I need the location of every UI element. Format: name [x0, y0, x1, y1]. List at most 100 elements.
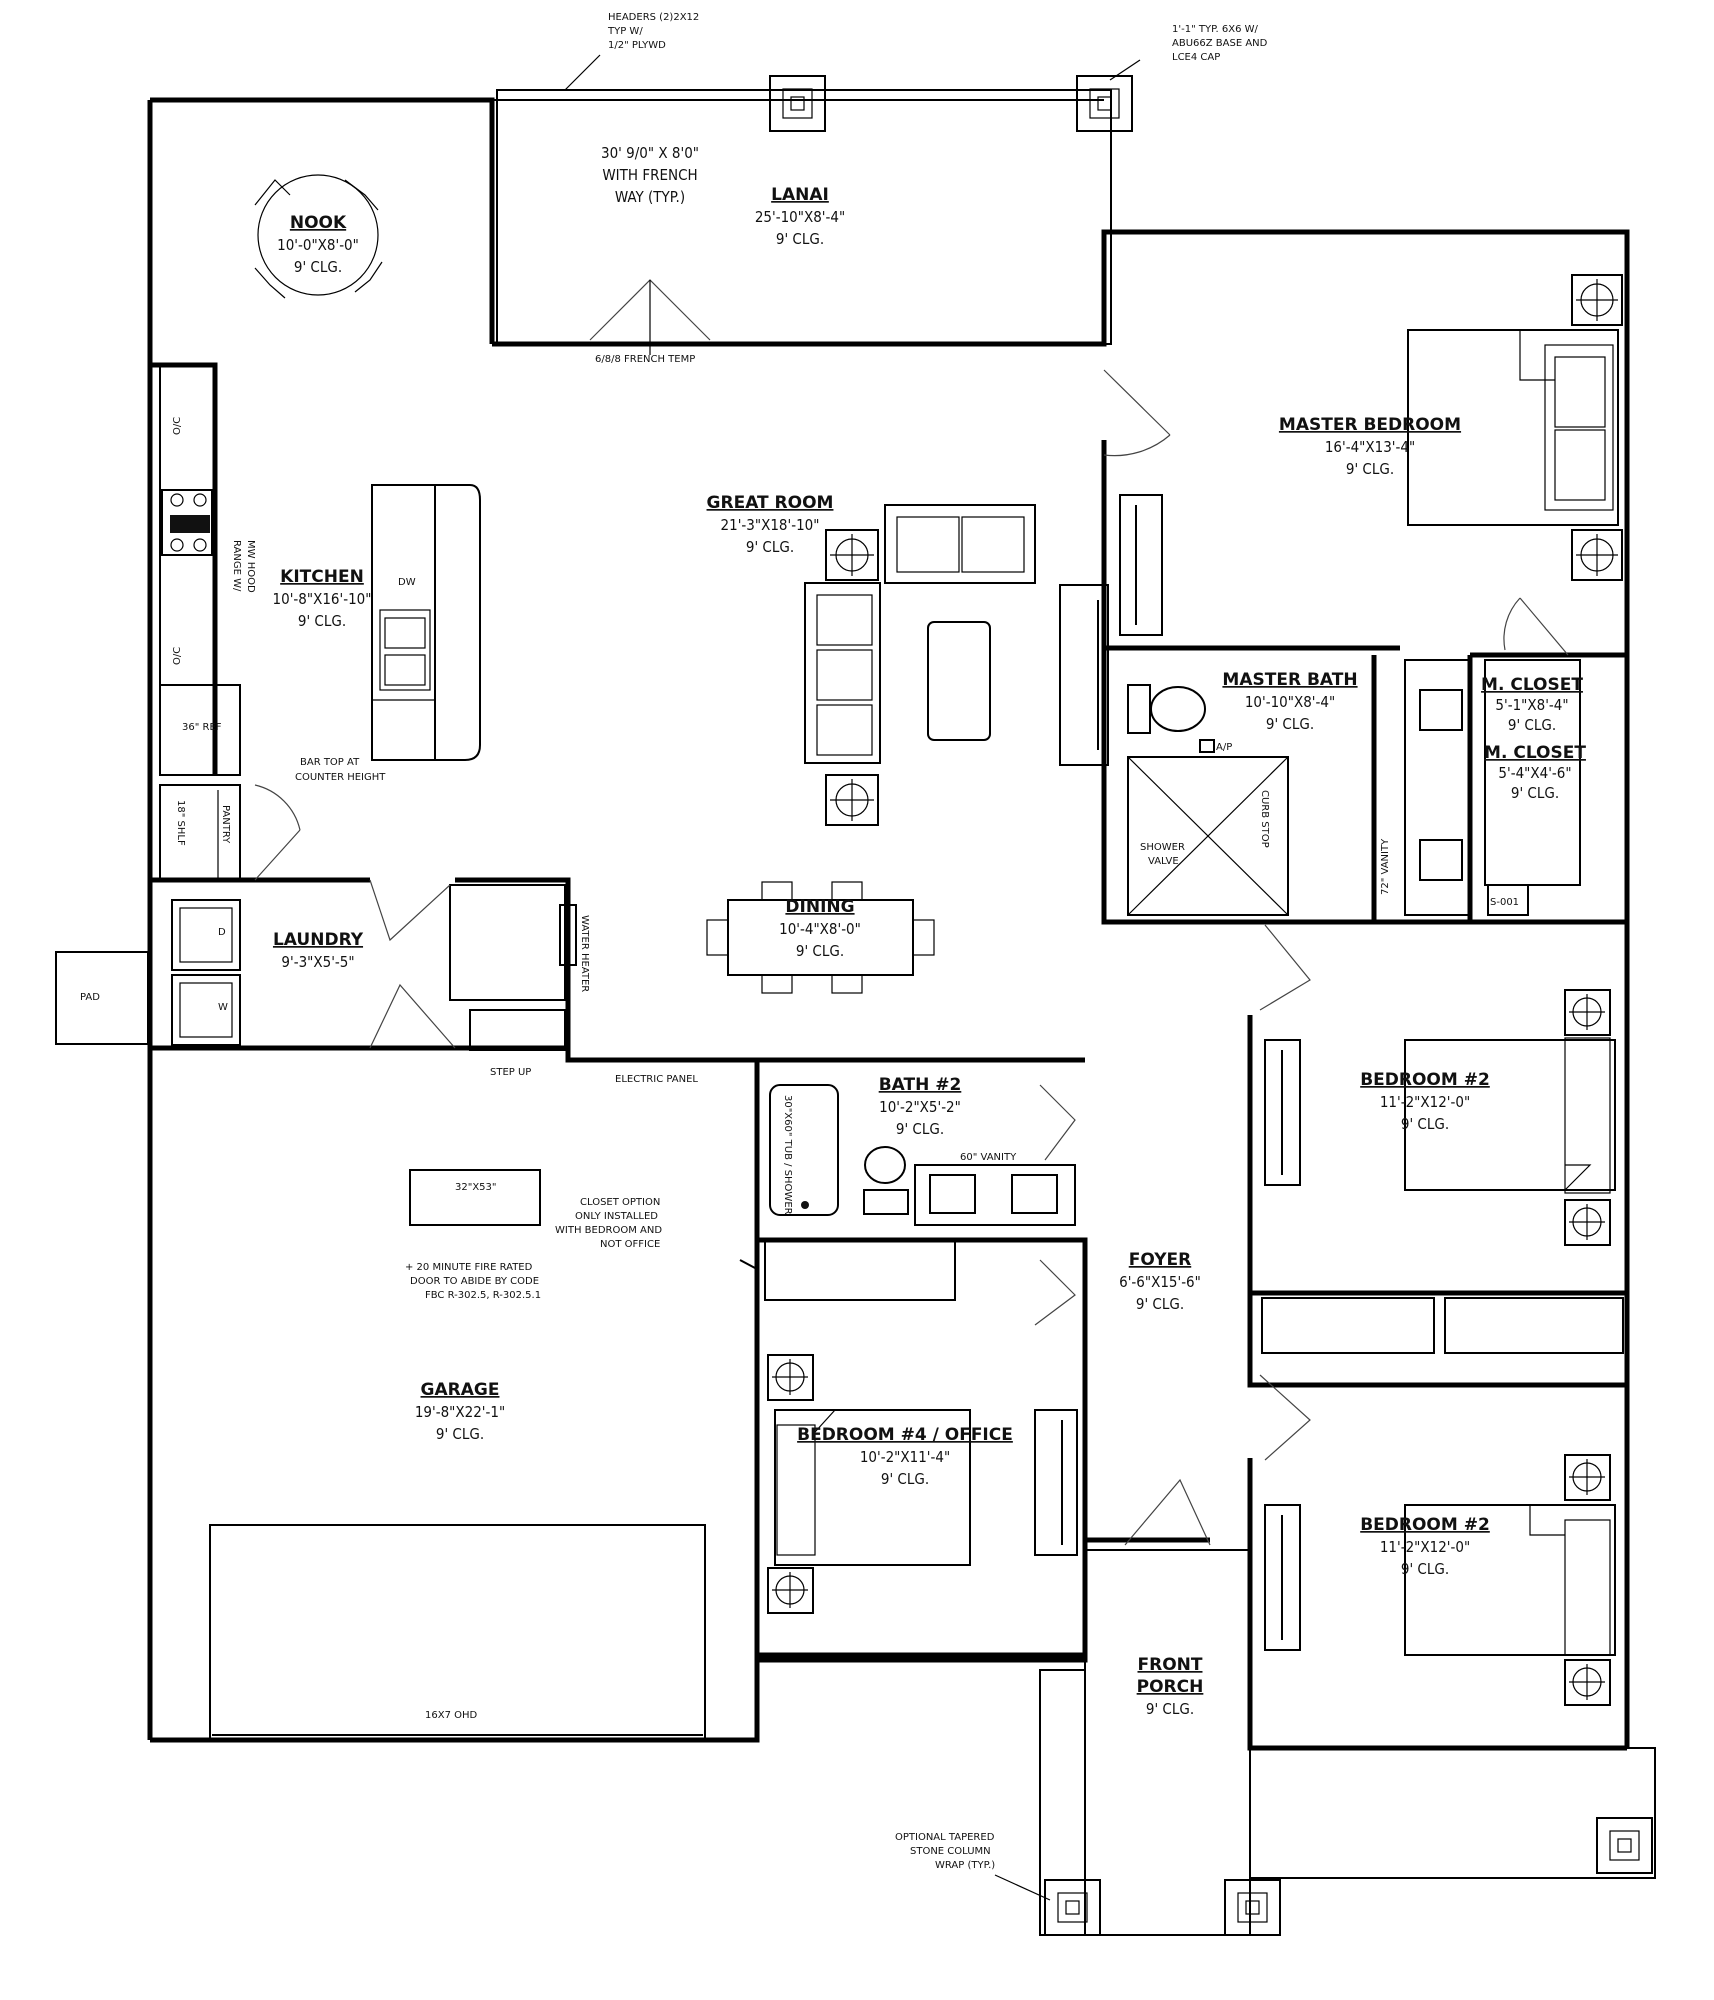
- french-door-note: 6/8/8 FRENCH TEMP: [595, 354, 695, 365]
- step-box: [469, 1009, 566, 1051]
- sofa-left: [804, 582, 881, 764]
- bedroom2-lower-door[interactable]: [1259, 1374, 1311, 1461]
- shelf-label: 18" SHLF: [175, 800, 186, 846]
- bedroom2-upper-name: BEDROOM #2: [1360, 1070, 1490, 1090]
- master-door[interactable]: [1103, 369, 1171, 457]
- garage-ceiling: 9' CLG.: [436, 1425, 484, 1443]
- laundry-dims: 9'-3"X5'-5": [281, 953, 354, 971]
- front-porch-ceiling: 9' CLG.: [1146, 1700, 1194, 1718]
- front-porch-line2: PORCH: [1137, 1677, 1204, 1697]
- laundry-door-1[interactable]: [369, 879, 451, 942]
- master-bedroom-ceiling: 9' CLG.: [1346, 460, 1394, 478]
- bath2-vanity: [914, 1164, 1076, 1226]
- master-bedroom-name: MASTER BEDROOM: [1279, 415, 1461, 435]
- m-closet-2-dims: 5'-4"X4'-6": [1498, 764, 1571, 782]
- shower-x2: [1127, 756, 1289, 916]
- french-note-1: 30' 9/0" X 8'0": [601, 144, 699, 162]
- laundry-door-2[interactable]: [369, 983, 456, 1049]
- bar-note-1: BAR TOP AT: [300, 757, 360, 768]
- laundry-wall-2: [150, 877, 571, 1051]
- headers-note-3: 1/2" PLYWD: [608, 40, 666, 51]
- coffee-table: [927, 621, 991, 741]
- stone-leader: [994, 1874, 1051, 1901]
- sgn-label: S-001: [1490, 897, 1519, 908]
- front-entry-door[interactable]: [1124, 1478, 1211, 1546]
- nightstand-m2: [1571, 529, 1623, 581]
- closet-door-m[interactable]: [1503, 597, 1569, 656]
- m-closet-2-name: M. CLOSET: [1484, 743, 1586, 763]
- pantry-door[interactable]: [254, 829, 301, 881]
- bedroom2-upper-door[interactable]: [1259, 924, 1311, 1011]
- stone-note-1: OPTIONAL TAPERED: [895, 1832, 995, 1843]
- master-dresser: [1119, 494, 1163, 636]
- lamp-table-1: [825, 529, 879, 581]
- laundry-wall-3: [565, 1048, 1085, 1063]
- french-note-2: WITH FRENCH: [602, 166, 697, 184]
- electric-panel-label: ELECTRIC PANEL: [615, 1074, 698, 1085]
- m-closet-1-ceiling: 9' CLG.: [1508, 716, 1556, 734]
- nightstand-2c: [1564, 1454, 1611, 1501]
- closet-strip-2: [1444, 1297, 1624, 1354]
- french-note-3: WAY (TYP.): [615, 188, 685, 206]
- stone-note-2: STONE COLUMN: [910, 1846, 991, 1857]
- nook-name: NOOK: [290, 213, 347, 233]
- bar-note-2: COUNTER HEIGHT: [295, 772, 386, 783]
- shower-valve-2: VALVE: [1148, 856, 1179, 867]
- dining-ceiling: 9' CLG.: [796, 942, 844, 960]
- kitchen-counter: [159, 364, 241, 776]
- closet-note-1: CLOSET OPTION: [580, 1197, 660, 1208]
- m-closet-1-name: M. CLOSET: [1481, 675, 1583, 695]
- shower-valve-1: SHOWER: [1140, 842, 1185, 853]
- column-porch-1: [1044, 1879, 1101, 1936]
- bedroom4-door[interactable]: [1034, 1259, 1076, 1326]
- dining-dims: 10'-4"X8'-0": [779, 920, 861, 938]
- dining-name: DINING: [785, 897, 854, 917]
- master-bedroom-dims: 16'-4"X13'-4": [1325, 438, 1415, 456]
- pad-slab: [55, 951, 149, 1045]
- column-porch-2: [1224, 1879, 1281, 1936]
- bedroom2-lower-ceiling: 9' CLG.: [1401, 1560, 1449, 1578]
- bath2-tub: [769, 1084, 839, 1216]
- dryer-label: D: [218, 927, 226, 938]
- attic-access: [409, 1169, 541, 1226]
- bedroom2-lower-dims: 11'-2"X12'-0": [1380, 1538, 1470, 1556]
- bedroom4-bed: [774, 1409, 971, 1566]
- front-walk-slab: [1249, 1747, 1656, 1879]
- bedroom2-upper-dresser: [1264, 1039, 1301, 1186]
- water-heater-label: WATER HEATER: [579, 915, 590, 992]
- master-bath-ceiling: 9' CLG.: [1266, 715, 1314, 733]
- kitchen-name: KITCHEN: [280, 567, 364, 587]
- column-note-1: 1'-1" TYP. 6X6 W/: [1172, 24, 1259, 35]
- garage-dims: 19'-8"X22'-1": [415, 1403, 505, 1421]
- laundry-name: LAUNDRY: [273, 930, 364, 950]
- column-porch-3: [1596, 1817, 1653, 1874]
- bedroom4-dresser: [1034, 1409, 1078, 1556]
- vanity72-label: 72" VANITY: [1380, 838, 1391, 895]
- bath2-ceiling: 9' CLG.: [896, 1120, 944, 1138]
- range-label-2: MW HOOD: [245, 540, 256, 593]
- fire-door-marker: [739, 1259, 756, 1269]
- washer-label: W: [218, 1002, 228, 1013]
- stone-note-3: WRAP (TYP.): [935, 1860, 995, 1871]
- porch-slab-2: [1039, 1669, 1086, 1936]
- nightstand-2b: [1564, 1199, 1611, 1246]
- m-closet-2-ceiling: 9' CLG.: [1511, 784, 1559, 802]
- exterior-wall-bottom-left: [150, 1545, 1088, 1743]
- bath2-name: BATH #2: [879, 1075, 962, 1095]
- garage-name: GARAGE: [421, 1380, 500, 1400]
- tv-console: [1059, 584, 1109, 766]
- ap-box: [1199, 739, 1215, 753]
- m-closet-1-dims: 5'-1"X8'-4": [1495, 696, 1568, 714]
- nightstand-m1: [1571, 274, 1623, 326]
- kitchen-island: [371, 484, 481, 761]
- bath2-door[interactable]: [1039, 1084, 1076, 1161]
- master-bed: [1407, 329, 1619, 526]
- tub-label: 30"X60" TUB / SHOWER: [782, 1095, 793, 1215]
- master-bath-dims: 10'-10"X8'-4": [1245, 693, 1335, 711]
- lanai-dims: 25'-10"X8'-4": [755, 208, 845, 226]
- sink-m2: [1419, 839, 1463, 881]
- sink-m1: [1419, 689, 1463, 731]
- curb-label: CURB STOP: [1259, 790, 1270, 848]
- headers-note-1: HEADERS (2)2X12: [608, 12, 699, 23]
- master-wall: [1101, 440, 1627, 925]
